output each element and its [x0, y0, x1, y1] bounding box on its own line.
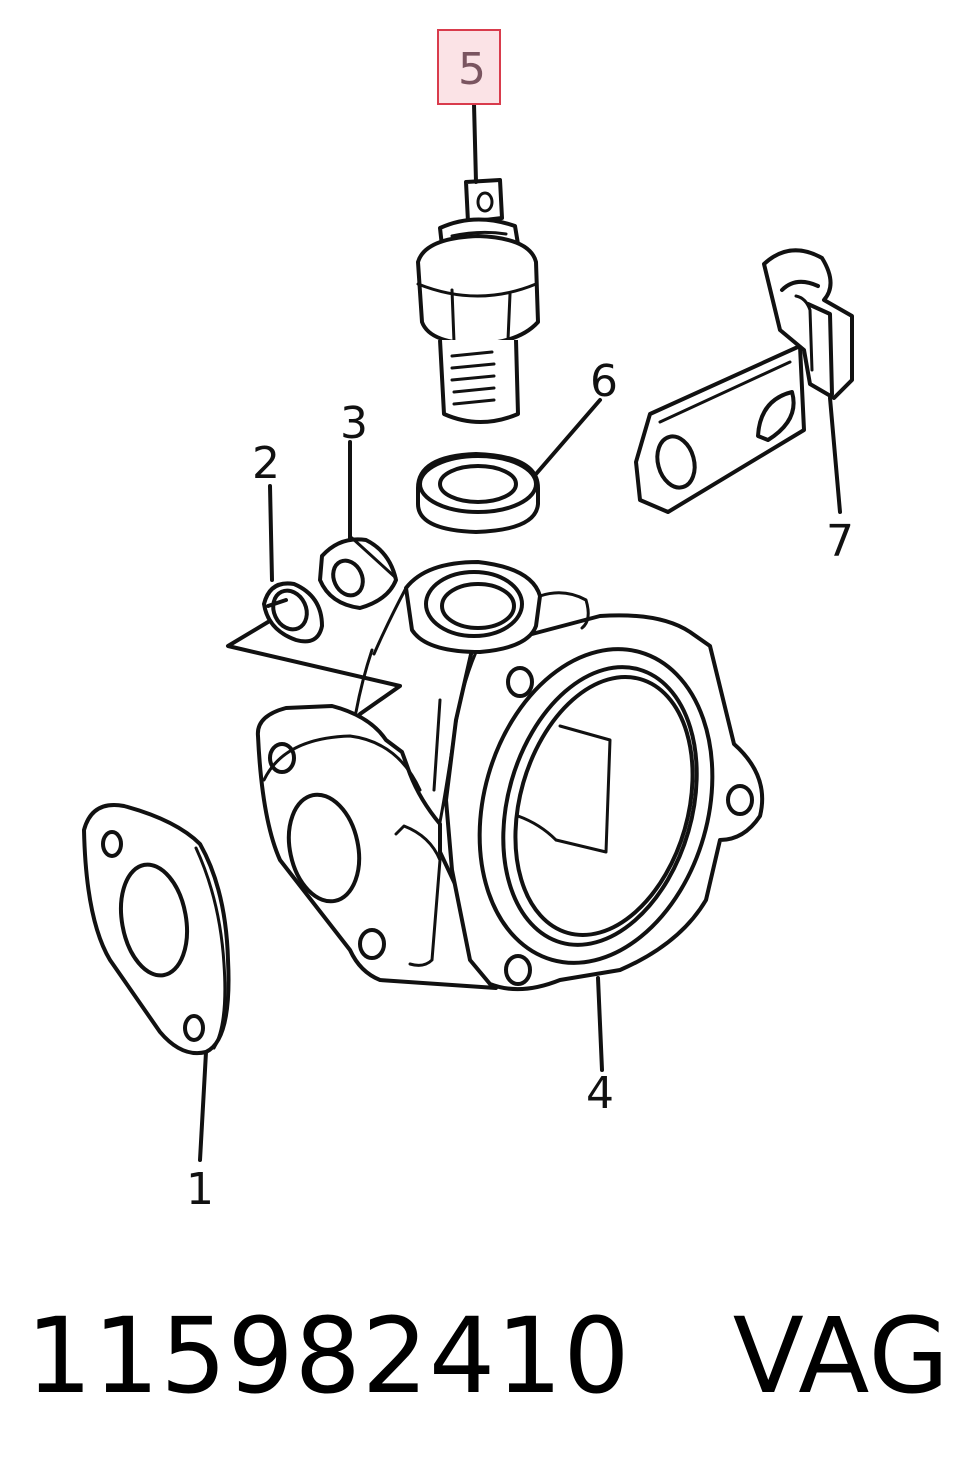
- callout-4[interactable]: 4: [586, 1068, 614, 1119]
- callout-6[interactable]: 6: [590, 356, 618, 407]
- leader-2: [268, 484, 274, 582]
- part-2-spring-washer: [262, 581, 324, 644]
- brand-name: VAG: [732, 1295, 951, 1417]
- part-number: 115982410: [26, 1295, 631, 1417]
- leader-4: [596, 976, 604, 1072]
- part-caption: 115982410 VAG: [26, 1296, 950, 1416]
- callout-5[interactable]: 5: [458, 44, 486, 95]
- callout-7[interactable]: 7: [826, 516, 854, 567]
- part-3-nut: [318, 536, 398, 610]
- callout-5-highlight-box: [437, 29, 501, 105]
- callout-3[interactable]: 3: [340, 398, 368, 449]
- leader-6: [534, 398, 602, 476]
- part-5-temperature-sender: [416, 178, 540, 424]
- leader-5: [472, 102, 478, 184]
- part-4-coolant-flange: [255, 560, 765, 992]
- part-6-sealing-ring: [416, 452, 540, 534]
- leader-7: [828, 396, 842, 514]
- callout-1[interactable]: 1: [186, 1164, 214, 1215]
- leader-1: [198, 1050, 208, 1162]
- part-1-gasket: [82, 803, 231, 1055]
- part-7-bracket: [634, 248, 854, 514]
- leader-lines: [198, 102, 842, 1162]
- callout-2[interactable]: 2: [252, 438, 280, 489]
- stud-indicator-lines: [226, 620, 402, 716]
